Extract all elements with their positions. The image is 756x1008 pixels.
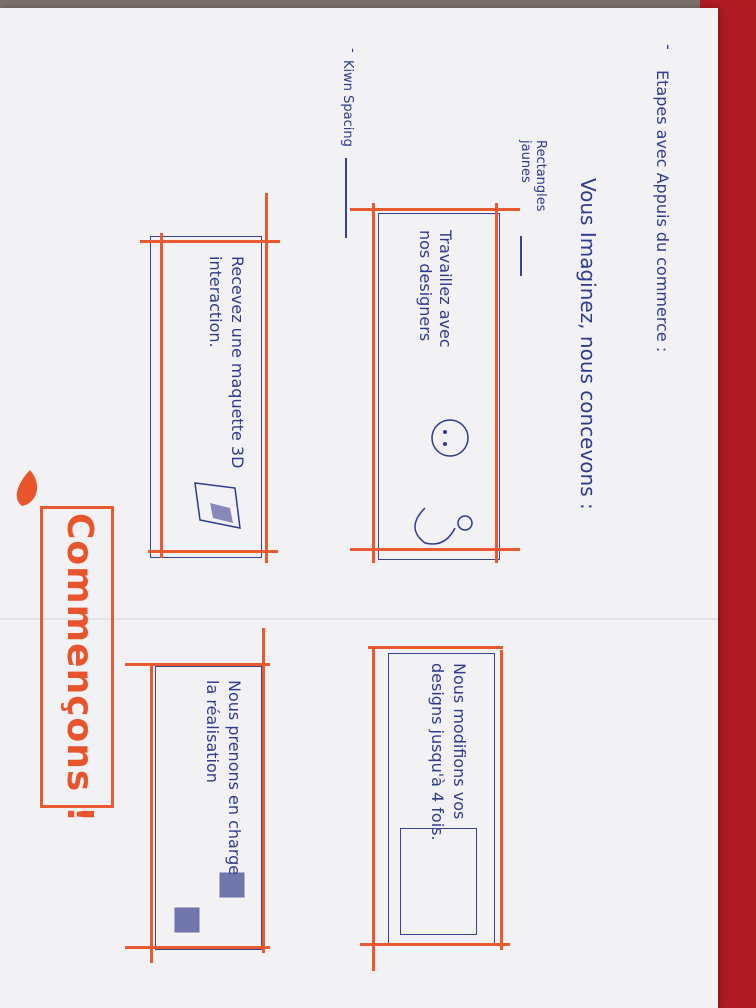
step-2-text: Recevez une maquette 3D interaction. xyxy=(206,256,247,469)
step-4-card xyxy=(155,666,262,950)
cta-frame[interactable] xyxy=(40,506,114,808)
step-1-orange-bottom xyxy=(350,548,520,551)
step-4-orange-bottom xyxy=(125,946,270,949)
paper-fold xyxy=(0,618,718,620)
step-3-orange-left xyxy=(372,646,375,971)
step-3-revision-sketch xyxy=(400,828,477,935)
step-1-orange-right xyxy=(495,203,498,563)
paper-sheet: Etapes avec Appuis du commerce : - Vous … xyxy=(0,8,718,1008)
step-3-text: Nous modifions vos designs jusqu'à 4 foi… xyxy=(428,663,469,841)
step-3-orange-top xyxy=(368,646,503,649)
production-icon xyxy=(174,872,245,933)
step-4-text: Nous prenons en charge la réalisation xyxy=(203,680,244,876)
step-4-orange-left xyxy=(150,663,153,963)
step-2-orange-bottom xyxy=(148,550,278,553)
heading-dash: - xyxy=(659,44,678,50)
step-1-card xyxy=(378,213,500,560)
step-2-card xyxy=(150,236,262,558)
step-2-orange-top xyxy=(140,240,280,243)
arrow-line-1 xyxy=(520,236,522,276)
arrow-line-2 xyxy=(345,158,347,238)
step-1-orange-top xyxy=(350,208,520,211)
heading: Etapes avec Appuis du commerce : xyxy=(653,70,672,353)
flame-icon xyxy=(16,470,38,506)
step-4-orange-top xyxy=(125,663,270,666)
step-4-orange-right xyxy=(262,628,265,953)
3d-mockup-icon xyxy=(194,482,241,529)
margin-dash: - xyxy=(345,48,360,53)
cta-label: Commençons ! xyxy=(59,513,100,824)
step-3-orange-right xyxy=(500,650,503,950)
intro-line: Vous Imaginez, nous concevons : xyxy=(576,178,600,510)
step-2-orange-left xyxy=(160,233,163,558)
step-1-text: Travaillez avec nos designers xyxy=(416,230,455,348)
step-3-orange-bottom xyxy=(360,943,510,946)
margin-note-spacing: Kiwn Spacing xyxy=(340,60,355,147)
step-2-orange-right xyxy=(265,193,268,563)
margin-note-rectangles: Rectangles jaunes xyxy=(518,140,548,212)
step-1-orange-left xyxy=(372,203,375,563)
designer-faces-icon xyxy=(414,419,473,545)
